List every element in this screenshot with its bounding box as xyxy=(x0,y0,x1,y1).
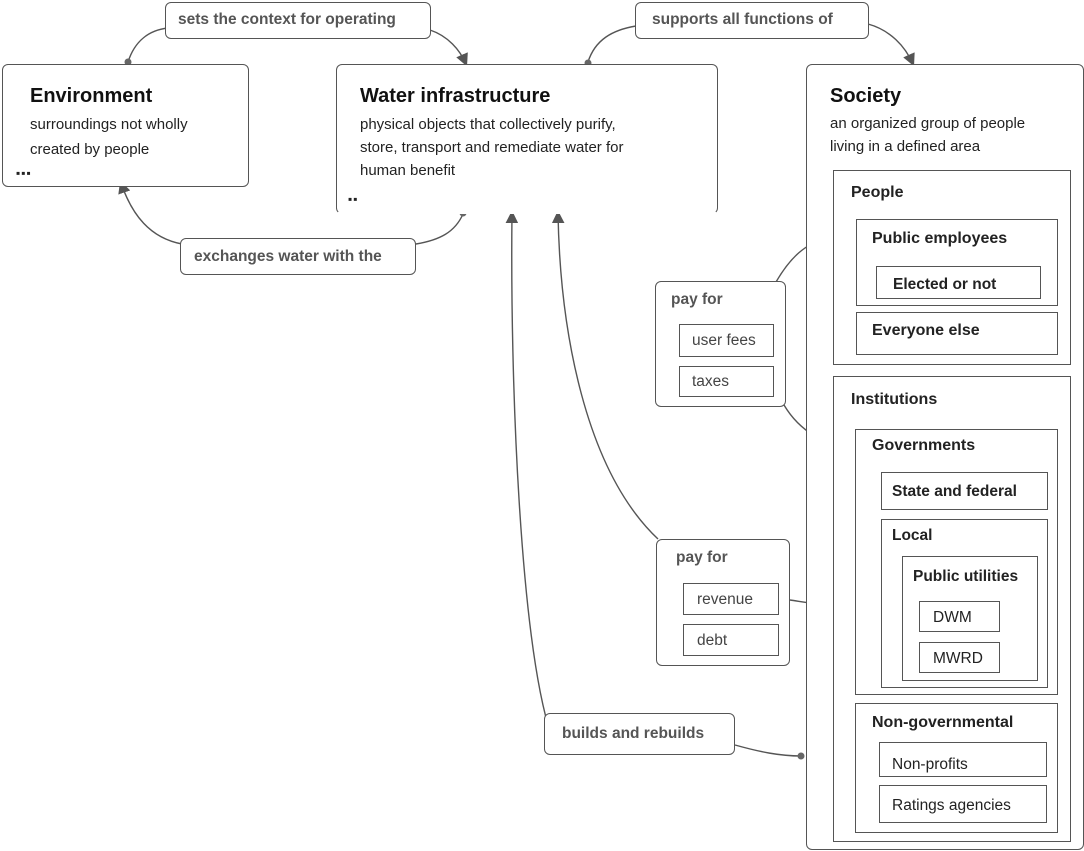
environment-description-line-2: created by people xyxy=(30,141,150,158)
pay-for-utilities-label: pay for xyxy=(676,549,728,566)
sets-context-label-box xyxy=(165,2,431,39)
connector-builds-to-water xyxy=(505,210,552,736)
revenue-label: revenue xyxy=(697,591,754,608)
water-infrastructure-description-line-1: physical objects that collectively purif… xyxy=(360,116,616,133)
connector-payfor-utilities-to-water xyxy=(551,210,659,540)
user-fees-box xyxy=(679,324,774,357)
connector-water-to-supports xyxy=(587,25,637,63)
builds-rebuilds-label-box xyxy=(544,713,735,755)
institutions-label: Institutions xyxy=(851,391,938,408)
supports-all-label: supports all functions of xyxy=(652,11,833,28)
water-infrastructure-description-line-3: human benefit xyxy=(360,162,456,179)
non-profits-box xyxy=(879,742,1047,777)
non-governmental-label: Non-governmental xyxy=(872,714,1014,731)
state-and-federal-label: State and federal xyxy=(892,483,1017,500)
elected-or-not-box xyxy=(876,266,1041,299)
water-infrastructure-description-line-2: store, transport and remediate water for xyxy=(360,139,624,156)
exchanges-water-label: exchanges water with the xyxy=(194,248,382,265)
user-fees-label: user fees xyxy=(692,332,756,349)
society-description-line-2: living in a defined area xyxy=(830,138,981,155)
water-infrastructure-ellipsis: ▪▪ xyxy=(348,192,359,206)
taxes-label: taxes xyxy=(692,373,730,390)
pay-for-people-label: pay for xyxy=(671,291,723,308)
dwm-label: DWM xyxy=(933,609,972,626)
governments-label: Governments xyxy=(872,437,976,454)
builds-rebuilds-label: builds and rebuilds xyxy=(562,725,705,742)
mwrd-label: MWRD xyxy=(933,650,983,667)
revenue-box xyxy=(683,583,779,615)
public-employees-label: Public employees xyxy=(872,230,1008,247)
connector-society-to-builds xyxy=(734,744,802,757)
ratings-agencies-label: Ratings agencies xyxy=(892,797,1011,814)
connector-water-to-exchanges xyxy=(415,213,464,245)
environment-title: Environment xyxy=(30,85,153,107)
dwm-box xyxy=(919,601,1000,632)
water-infrastructure-box xyxy=(336,64,718,214)
non-profits-label: Non-profits xyxy=(892,756,968,773)
dot-society-bottom xyxy=(797,752,805,760)
taxes-box xyxy=(679,366,774,397)
environment-description-line-1: surroundings not wholly xyxy=(30,116,188,133)
connector-supports-to-society xyxy=(867,23,915,67)
exchanges-water-label-box xyxy=(180,238,416,275)
elected-or-not-label: Elected or not xyxy=(893,276,997,293)
connector-env-to-sets-context xyxy=(127,27,169,63)
sets-context-label: sets the context for operating xyxy=(178,11,396,28)
public-utilities-label: Public utilities xyxy=(913,568,1019,585)
society-title: Society xyxy=(830,85,902,107)
connector-exchanges-to-env xyxy=(118,180,183,245)
people-label: People xyxy=(851,184,904,201)
mwrd-box xyxy=(919,642,1000,673)
debt-box xyxy=(683,624,779,656)
local-label: Local xyxy=(892,527,933,544)
water-infrastructure-title: Water infrastructure xyxy=(360,85,551,107)
environment-box xyxy=(2,64,249,187)
connector-sets-context-to-water xyxy=(429,29,468,67)
ratings-agencies-box xyxy=(879,785,1047,823)
dot-env xyxy=(124,58,132,66)
state-and-federal-box xyxy=(881,472,1048,510)
debt-label: debt xyxy=(697,632,728,649)
society-description-line-1: an organized group of people xyxy=(830,115,1026,132)
environment-ellipsis: ▪▪▪ xyxy=(16,166,32,180)
supports-all-label-box xyxy=(635,2,869,39)
everyone-else-label: Everyone else xyxy=(872,322,980,339)
everyone-else-box xyxy=(856,312,1058,355)
